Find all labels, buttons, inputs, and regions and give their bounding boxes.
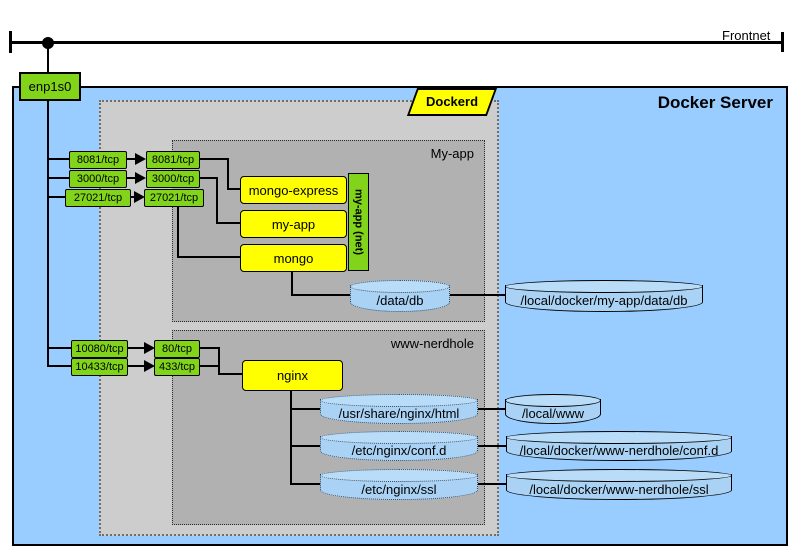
connector-line [198, 365, 220, 367]
connector-line [290, 389, 292, 485]
volume-nginx-confd: /etc/nginx/conf.d [320, 431, 478, 461]
connector-line [48, 177, 69, 179]
connector-line [450, 294, 505, 296]
connector-line [198, 347, 220, 349]
container-my-app: my-app [240, 210, 347, 238]
host-port-8081: 8081/tcp [69, 151, 127, 169]
connector-line [48, 347, 72, 349]
container-port-8081: 8081/tcp [146, 151, 200, 169]
frontnet-label: Frontnet [722, 28, 771, 43]
hostpath-www-nerdhole-ssl: /local/docker/www-nerdhole/ssl [506, 469, 732, 500]
connector-line [216, 222, 242, 224]
iface-trunk-line [47, 44, 49, 367]
arrow-right-icon [144, 342, 155, 354]
connector-line [218, 373, 242, 375]
cylinder-top [320, 394, 478, 407]
connector-line [478, 408, 506, 410]
host-port-10080: 10080/tcp [71, 340, 128, 358]
frontnet-left-cap [9, 31, 12, 53]
connector-line [290, 408, 320, 410]
container-mongo: mongo [240, 244, 347, 272]
connector-line [198, 158, 229, 160]
connector-line [125, 177, 136, 179]
cylinder-top [506, 469, 732, 482]
connector-line [291, 270, 293, 296]
cylinder-top [506, 431, 732, 444]
frontnet-bus-line [10, 41, 783, 44]
volume-nginx-html-label: /usr/share/nginx/html [338, 406, 460, 421]
cylinder-top [320, 469, 478, 482]
connector-line [177, 205, 179, 258]
connector-line [478, 445, 507, 447]
connector-line [48, 196, 65, 198]
connector-line [48, 158, 69, 160]
connector-line [198, 177, 218, 179]
volume-data-db-label: /data/db [376, 293, 424, 308]
dockerd-badge-label: Dockerd [425, 94, 479, 109]
group-www-nerdhole-label: www-nerdhole [390, 336, 474, 351]
container-port-3000: 3000/tcp [146, 170, 200, 188]
hostpath-www-nerdhole-ssl-label: /local/docker/www-nerdhole/ssl [529, 481, 709, 497]
connector-line [125, 158, 136, 160]
hostpath-my-app-data-db-label: /local/docker/my-app/data/db [520, 293, 688, 308]
connector-line [218, 347, 220, 375]
container-nginx: nginx [242, 360, 343, 391]
dockerd-badge: Dockerd [406, 88, 498, 116]
cylinder-top [350, 280, 450, 293]
connector-line [177, 256, 242, 258]
hostpath-www-nerdhole-confd: /local/docker/www-nerdhole/conf.d [506, 431, 732, 461]
volume-data-db: /data/db [350, 280, 450, 312]
connector-line [126, 347, 144, 349]
hostpath-www-nerdhole-confd-label: /local/docker/www-nerdhole/conf.d [519, 443, 719, 458]
arrow-right-icon [144, 360, 155, 372]
connector-line [126, 365, 144, 367]
cylinder-top [320, 431, 478, 444]
connector-line [216, 177, 218, 224]
volume-nginx-confd-label: /etc/nginx/conf.d [351, 443, 447, 458]
container-port-80: 80/tcp [154, 340, 200, 358]
connector-line [478, 483, 507, 485]
arrow-right-icon [135, 153, 146, 165]
cylinder-top [505, 394, 601, 407]
connector-line [291, 294, 351, 296]
frontnet-right-cap [781, 32, 784, 52]
connector-line [129, 196, 135, 198]
connector-line [290, 483, 320, 485]
hostpath-local-www: /local/www [505, 394, 601, 424]
connector-line [227, 188, 242, 190]
arrow-right-icon [134, 191, 145, 203]
volume-nginx-ssl-label: /etc/nginx/ssl [361, 481, 437, 497]
container-port-433: 433/tcp [154, 358, 200, 376]
frontnet-tap-dot [42, 37, 54, 49]
network-my-app-net: my-app (net) [348, 173, 369, 271]
docker-server-title: Docker Server [657, 93, 773, 112]
container-mongo-express: mongo-express [240, 176, 347, 204]
connector-line [48, 365, 72, 367]
cylinder-top [505, 280, 703, 293]
host-port-10433: 10433/tcp [71, 358, 128, 376]
connector-line [290, 445, 320, 447]
interface-enp1s0: enp1s0 [19, 72, 81, 101]
group-my-app-label: My-app [430, 146, 474, 161]
connector-line [227, 158, 229, 190]
host-port-3000: 3000/tcp [69, 170, 127, 188]
hostpath-local-www-label: /local/www [521, 406, 585, 421]
host-port-27021: 27021/tcp [65, 189, 131, 207]
arrow-right-icon [135, 172, 146, 184]
container-port-27021: 27021/tcp [144, 189, 204, 207]
volume-nginx-ssl: /etc/nginx/ssl [320, 469, 478, 500]
hostpath-my-app-data-db: /local/docker/my-app/data/db [505, 280, 703, 312]
volume-nginx-html: /usr/share/nginx/html [320, 394, 478, 424]
